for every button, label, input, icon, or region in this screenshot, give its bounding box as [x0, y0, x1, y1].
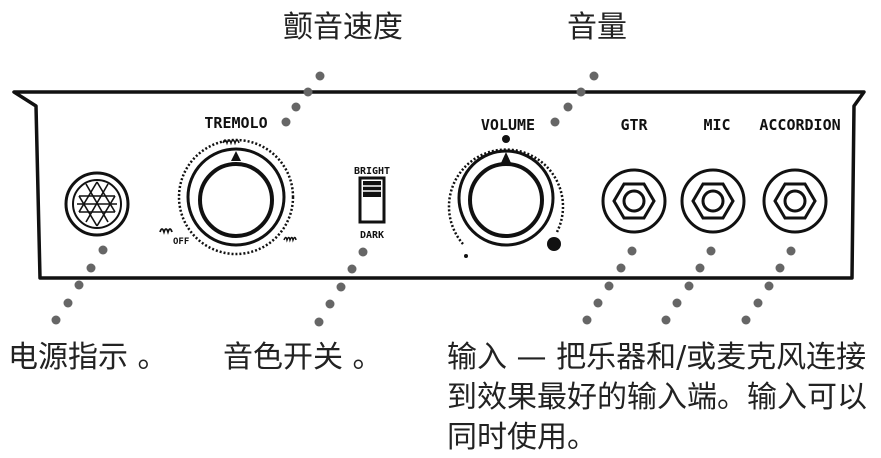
- leader-dot: [563, 102, 573, 112]
- tone-switch-callout: 音色开关 。: [223, 340, 383, 375]
- inputs-callout-line-1: 输入 — 把乐器和/或麦克风连接: [447, 340, 867, 375]
- tremolo-off-label: OFF: [173, 237, 189, 247]
- leader-dot: [303, 87, 313, 97]
- leader-dot: [695, 263, 705, 273]
- tremolo-label: TREMOLO: [204, 114, 267, 132]
- leader-dot: [627, 246, 637, 256]
- leader-dots: [51, 71, 796, 327]
- leader-dot: [706, 246, 716, 256]
- leader-dot: [314, 317, 324, 327]
- inputs-callout: 输入 — 把乐器和/或麦克风连接 到效果最好的输入端。输入可以 同时使用。: [447, 338, 867, 458]
- leader-dot: [741, 315, 751, 325]
- leader-dot: [582, 315, 592, 325]
- leader-dot: [291, 102, 301, 112]
- jack-label-gtr: GTR: [620, 116, 648, 134]
- amp-panel-outline: [12, 90, 866, 280]
- volume-knob-icon: [447, 135, 565, 258]
- leader-dot: [347, 264, 357, 274]
- leader-dot: [786, 246, 796, 256]
- leader-dot: [604, 281, 614, 291]
- leader-dot: [764, 281, 774, 291]
- power-indicator-callout: 电源指示 。: [8, 340, 168, 375]
- leader-dot: [661, 315, 671, 325]
- input-jack-icon: [680, 168, 746, 234]
- tone-switch-icon: [358, 176, 386, 224]
- leader-dot: [325, 299, 335, 309]
- jack-label-mic: MIC: [703, 116, 730, 134]
- volume-callout: 音量: [567, 10, 627, 45]
- tremolo-speed-callout: 颤音速度: [283, 10, 403, 45]
- leader-dot: [74, 280, 84, 290]
- input-jack-icon: [601, 168, 667, 234]
- leader-dot: [98, 245, 108, 255]
- leader-dot: [336, 282, 346, 292]
- leader-dot: [593, 298, 603, 308]
- inputs-callout-line-2: 到效果最好的输入端。输入可以: [447, 380, 867, 415]
- leader-dot: [589, 71, 599, 81]
- leader-dot: [281, 117, 291, 127]
- leader-dot: [753, 298, 763, 308]
- inputs-callout-line-3: 同时使用。: [447, 420, 597, 455]
- leader-dot: [684, 281, 694, 291]
- volume-label: VOLUME: [481, 116, 535, 134]
- leader-dot: [63, 298, 73, 308]
- leader-dot: [576, 87, 586, 97]
- leader-dot: [616, 263, 626, 273]
- leader-dot: [775, 263, 785, 273]
- leader-dot: [86, 263, 96, 273]
- amp-panel-diagram: TREMOLO OFF BRIGHT DARK VOLUME GTR MIC A…: [12, 71, 866, 327]
- switch-dark-label: DARK: [360, 230, 384, 241]
- leader-dot: [672, 298, 682, 308]
- leader-dot: [315, 71, 325, 81]
- tremolo-knob-icon: [159, 138, 297, 256]
- switch-bright-label: BRIGHT: [354, 166, 390, 177]
- jack-label-accordion: ACCORDION: [759, 116, 840, 134]
- leader-dot: [550, 117, 560, 127]
- input-jack-icon: [762, 168, 828, 234]
- leader-dot: [358, 247, 368, 257]
- leader-dot: [51, 315, 61, 325]
- power-indicator-icon: [64, 171, 130, 237]
